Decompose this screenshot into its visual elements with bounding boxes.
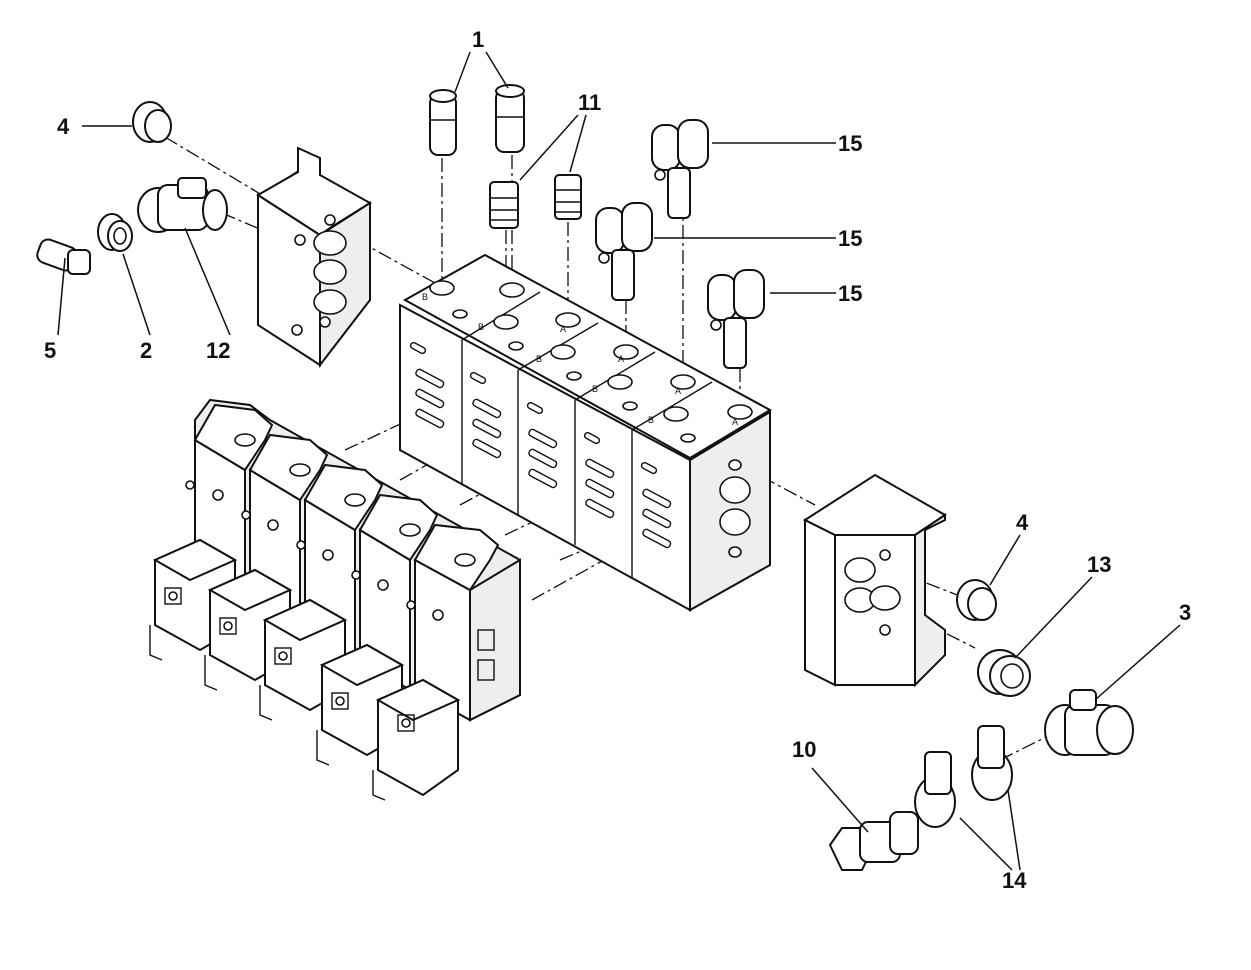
callout-15-bottom: 15 — [838, 281, 862, 306]
port-mark-a-1: A — [560, 324, 566, 334]
callout-12: 12 — [206, 338, 230, 363]
port-mark-b-5: B — [648, 415, 654, 425]
port-mark-b-3: B — [536, 354, 542, 364]
threaded-fitting-right — [554, 174, 582, 220]
manifold-subbase-stack: B B B B B A A A A — [399, 253, 773, 612]
solenoid-coil-5 — [372, 678, 461, 801]
callout-15-top: 15 — [838, 131, 862, 156]
reducer-bushing — [97, 213, 133, 252]
solenoid-valve-stack — [149, 398, 521, 801]
callout-labels: 1 11 4 15 15 15 5 2 12 4 13 3 10 14 — [44, 27, 1191, 893]
port-mark-b-2: B — [478, 322, 484, 332]
reducer-right — [977, 649, 1031, 697]
silencer-right — [495, 84, 525, 153]
callout-13: 13 — [1087, 552, 1111, 577]
right-end-plate — [802, 473, 947, 688]
plug-left — [132, 101, 172, 143]
valve-body-5 — [406, 523, 521, 722]
port-mark-b-4: B — [592, 384, 598, 394]
callout-10: 10 — [792, 737, 816, 762]
plug-right — [956, 579, 997, 621]
elbow-fitting-large — [137, 177, 228, 233]
callout-2: 2 — [140, 338, 152, 363]
silencer-left — [429, 89, 457, 156]
callout-5: 5 — [44, 338, 56, 363]
callout-15-middle: 15 — [838, 226, 862, 251]
callout-11: 11 — [578, 90, 601, 115]
tee-fitting — [1044, 689, 1134, 756]
y-connector-bottom — [707, 269, 765, 369]
y-connector-middle — [595, 202, 653, 301]
port-mark-b-1: B — [422, 292, 428, 302]
callout-4-right: 4 — [1016, 510, 1029, 535]
threaded-fitting-left — [489, 181, 519, 229]
swivel-elbow-left — [914, 751, 956, 828]
y-connector-top — [651, 119, 709, 219]
leader-lines — [57, 51, 1181, 871]
port-mark-a-3: A — [675, 386, 681, 396]
swivel-elbow-right — [971, 725, 1013, 801]
elbow-fitting-small — [36, 238, 91, 275]
port-mark-a-4: A — [732, 417, 738, 427]
left-end-plate — [256, 146, 372, 368]
hex-plug — [828, 811, 919, 871]
port-mark-a-2: A — [618, 354, 624, 364]
callout-1: 1 — [472, 27, 484, 52]
callout-3: 3 — [1179, 600, 1191, 625]
callout-4-left: 4 — [57, 114, 70, 139]
callout-14: 14 — [1002, 868, 1027, 893]
